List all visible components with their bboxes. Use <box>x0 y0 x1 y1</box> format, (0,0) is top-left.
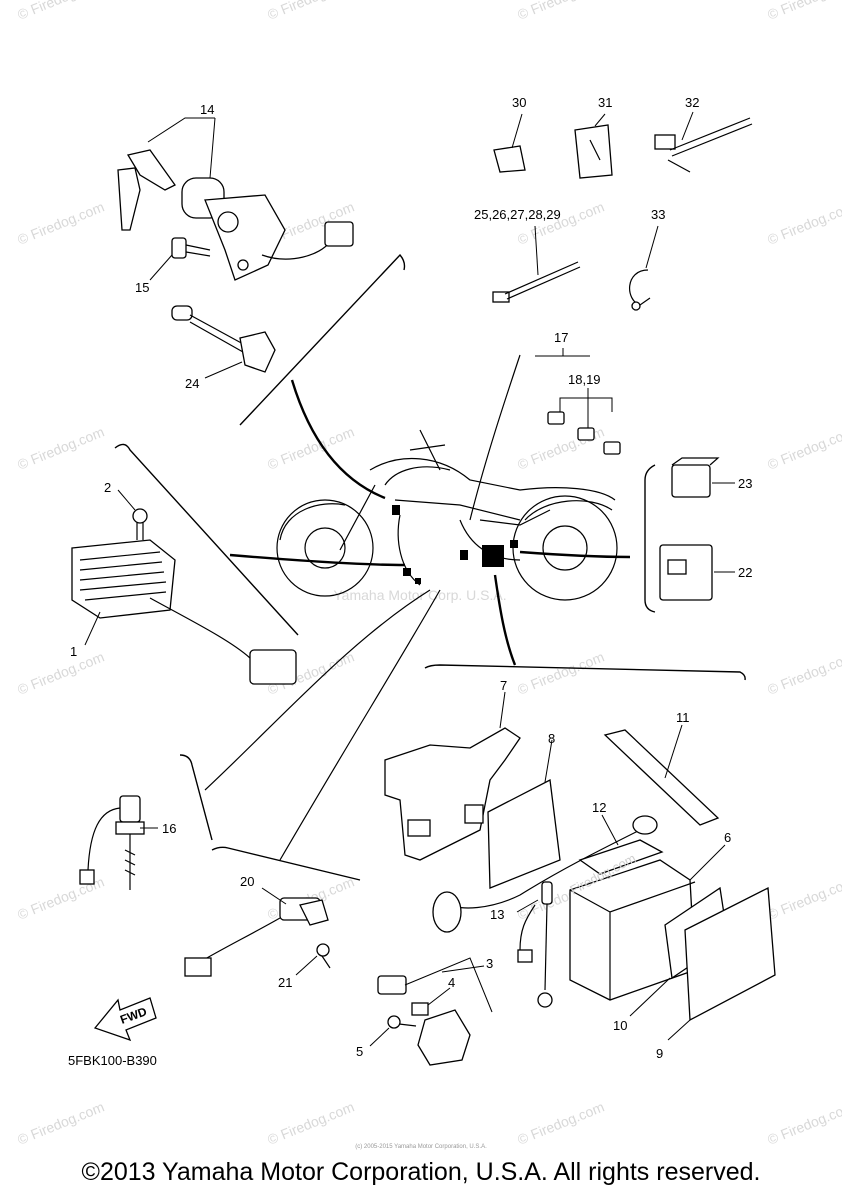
clamp-33 <box>628 225 659 311</box>
watermark-text: © Firedog.com <box>265 1098 356 1147</box>
part-label-1: 1 <box>70 644 77 659</box>
band-11 <box>603 724 720 826</box>
fuse-group-17 <box>535 348 621 455</box>
watermark-text: © Firedog.com <box>15 648 106 697</box>
part-label-16: 16 <box>162 821 176 836</box>
part-label-22: 22 <box>738 565 752 580</box>
part-label-2: 2 <box>104 480 111 495</box>
tiny-print: (c) 2005-2015 Yamaha Motor Corporation, … <box>355 1144 487 1150</box>
main-switch-assembly <box>117 117 354 281</box>
screw-15 <box>149 237 211 281</box>
sensor-20 <box>184 887 329 977</box>
part-label-25-29: 25,26,27,28,29 <box>474 207 561 222</box>
watermark-text: © Firedog.com <box>765 873 842 922</box>
group-brackets <box>114 253 746 881</box>
fwd-arrow-icon: FWD <box>93 997 157 1042</box>
part-label-21: 21 <box>278 975 292 990</box>
part-label-14: 14 <box>200 102 214 117</box>
part-label-4: 4 <box>448 975 455 990</box>
part-label-32: 32 <box>685 95 699 110</box>
watermark-text: © Firedog.com <box>265 423 356 472</box>
rectifier-regulator-1 <box>71 539 297 685</box>
bolt-2 <box>117 489 148 540</box>
harness-wires <box>204 354 631 861</box>
watermark-text: © Firedog.com <box>765 423 842 472</box>
cable-tie-32 <box>654 111 753 173</box>
starter-relay-3 <box>377 957 493 1066</box>
part-label-17: 17 <box>554 330 568 345</box>
drawing-code: 5FBK100-B390 <box>68 1053 157 1068</box>
part-label-7: 7 <box>500 678 507 693</box>
screw-21 <box>295 943 331 976</box>
center-watermark: Yamaha Motor Corp. U.S.A. <box>333 587 506 603</box>
relay-23 <box>671 457 735 498</box>
part-label-5: 5 <box>356 1044 363 1059</box>
part-label-20: 20 <box>240 874 254 889</box>
part-label-24: 24 <box>185 376 199 391</box>
sensor-24 <box>171 305 276 379</box>
watermark-text: © Firedog.com <box>765 0 842 23</box>
pad-9 <box>667 886 776 1041</box>
switch-16 <box>79 795 158 890</box>
cable-tie-25-29 <box>492 225 581 303</box>
clip-30 <box>493 113 526 173</box>
watermark-text: © Firedog.com <box>515 1098 606 1147</box>
lead-12 <box>432 814 658 933</box>
bracket-7 <box>384 691 521 861</box>
motorcycle-outline <box>276 429 618 601</box>
watermark-text: © Firedog.com <box>515 0 606 23</box>
screw-5 <box>369 1015 417 1047</box>
part-labels: 14 15 24 30 31 32 25,26,27,28,29 33 17 1… <box>70 95 752 1061</box>
part-label-8: 8 <box>548 731 555 746</box>
part-label-10: 10 <box>613 1018 627 1033</box>
cable-13 <box>516 881 553 1008</box>
pad-8 <box>487 739 561 889</box>
watermark-text: © Firedog.com <box>765 648 842 697</box>
clip-31 <box>574 113 613 179</box>
watermark-text: © Firedog.com <box>15 1098 106 1147</box>
part-label-3: 3 <box>486 956 493 971</box>
watermark-text: © Firedog.com <box>515 648 606 697</box>
part-label-15: 15 <box>135 280 149 295</box>
watermark-text: © Firedog.com <box>15 0 106 23</box>
relay-22 <box>659 544 735 601</box>
watermark-text: © Firedog.com <box>15 198 106 247</box>
part-label-11: 11 <box>676 710 690 725</box>
part-label-13: 13 <box>490 907 504 922</box>
ecu-box-marker <box>482 545 504 567</box>
part-label-18-19: 18,19 <box>568 372 601 387</box>
part-label-31: 31 <box>598 95 612 110</box>
part-label-9: 9 <box>656 1046 663 1061</box>
watermark-text: © Firedog.com <box>15 423 106 472</box>
part-label-6: 6 <box>724 830 731 845</box>
watermark-text: © Firedog.com <box>265 0 356 23</box>
part-label-12: 12 <box>592 800 606 815</box>
part-label-30: 30 <box>512 95 526 110</box>
watermark-text: © Firedog.com <box>765 198 842 247</box>
watermark-text: © Firedog.com <box>765 1098 842 1147</box>
watermark-text: © Firedog.com <box>515 198 606 247</box>
part-label-23: 23 <box>738 476 752 491</box>
copyright-footer: ©2013 Yamaha Motor Corporation, U.S.A. A… <box>81 1158 761 1186</box>
part-label-33: 33 <box>651 207 665 222</box>
